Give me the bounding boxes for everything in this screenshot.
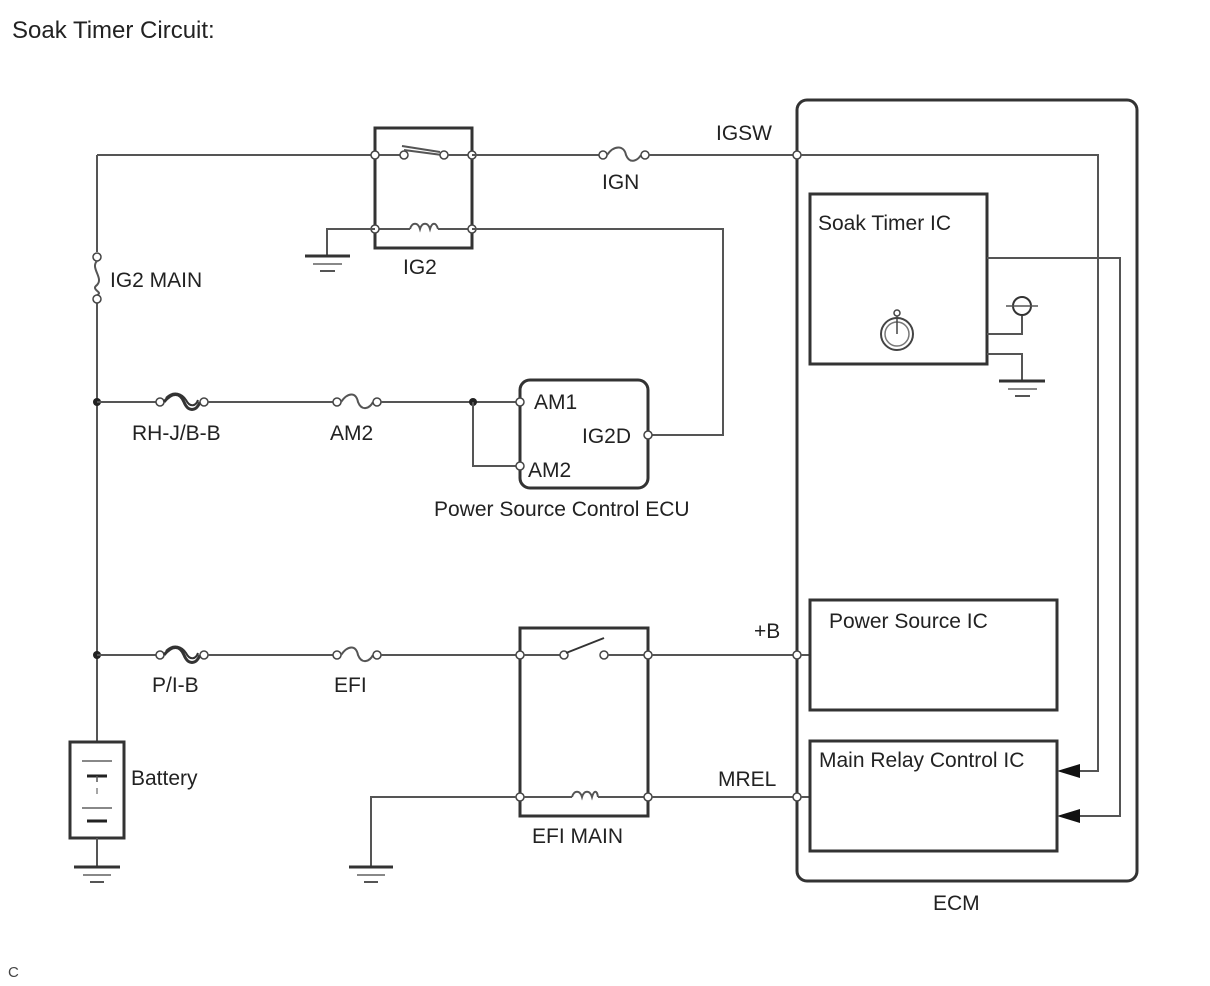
efi-fuse-label: EFI xyxy=(334,674,367,697)
main-relay-control-ic-box xyxy=(808,739,1059,853)
power-source-control-ecu-label: Power Source Control ECU xyxy=(434,498,690,521)
ig2-main-fuse xyxy=(92,252,102,304)
arrow-soak-timer-icon xyxy=(1057,809,1080,823)
footer-mark: C xyxy=(8,964,19,981)
am2-fuse xyxy=(332,393,382,409)
ig2-relay-coil xyxy=(370,222,477,234)
mrel-terminal-label: MREL xyxy=(718,768,776,791)
wire-ig2-ground xyxy=(326,228,375,255)
am2-pin-label: AM2 xyxy=(528,459,571,482)
ecm-label: ECM xyxy=(933,892,980,915)
igsw-terminal-label: IGSW xyxy=(716,122,772,145)
soak-timer-ic-label: Soak Timer IC xyxy=(818,212,951,235)
wire-igsw-internal xyxy=(801,154,1099,772)
ig2d-pin xyxy=(643,430,653,440)
ign-fuse-label: IGN xyxy=(602,171,639,194)
main-relay-control-ic-label: Main Relay Control IC xyxy=(819,749,1024,772)
igsw-terminal-pin xyxy=(792,150,802,160)
am2-pin xyxy=(515,461,525,471)
plus-b-terminal-label: +B xyxy=(754,620,780,643)
battery-icon xyxy=(82,760,112,823)
ground-icon xyxy=(305,254,350,272)
wire-am2-to-am2-pin xyxy=(472,402,518,467)
wire-soak-timer-output xyxy=(987,257,1121,817)
efi-main-relay-box xyxy=(518,626,650,818)
ig2d-pin-label: IG2D xyxy=(582,425,631,448)
ig2-relay-label: IG2 xyxy=(403,256,437,279)
ground-icon xyxy=(349,865,393,883)
am1-pin xyxy=(515,397,525,407)
pib-fusible-link xyxy=(155,645,209,664)
arrow-igsw-icon xyxy=(1057,764,1080,778)
power-source-ic-box xyxy=(808,598,1059,712)
wire-soak-power xyxy=(987,316,1023,335)
wire-soak-ground xyxy=(987,353,1023,380)
efi-main-relay-label: EFI MAIN xyxy=(532,825,623,848)
rhjb-fusible-link xyxy=(155,392,209,411)
ground-icon xyxy=(999,379,1045,397)
plus-b-terminal-pin xyxy=(792,650,802,660)
soak-timer-ic-box xyxy=(808,192,989,366)
am2-fuse-label: AM2 xyxy=(330,422,373,445)
wire-ig2-to-ig2d xyxy=(472,228,724,436)
ground-icon xyxy=(74,865,120,883)
power-supply-icon xyxy=(1006,296,1038,316)
am1-pin-label: AM1 xyxy=(534,391,577,414)
battery-label: Battery xyxy=(131,767,198,790)
ig2-main-fuse-label: IG2 MAIN xyxy=(110,269,202,292)
pib-fuse-label: P/I-B xyxy=(152,674,199,697)
ecm-box xyxy=(795,98,1139,883)
stopwatch-icon xyxy=(880,309,914,351)
rhjb-fuse-label: RH-J/B-B xyxy=(132,422,221,445)
power-source-ic-label: Power Source IC xyxy=(829,610,988,633)
efi-main-relay-switch xyxy=(515,637,653,660)
diagram-title: Soak Timer Circuit: xyxy=(12,17,215,44)
mrel-terminal-pin xyxy=(792,792,802,802)
ign-fuse xyxy=(598,146,650,162)
wire-efi-main-ground xyxy=(370,796,516,866)
efi-fuse xyxy=(332,646,382,662)
